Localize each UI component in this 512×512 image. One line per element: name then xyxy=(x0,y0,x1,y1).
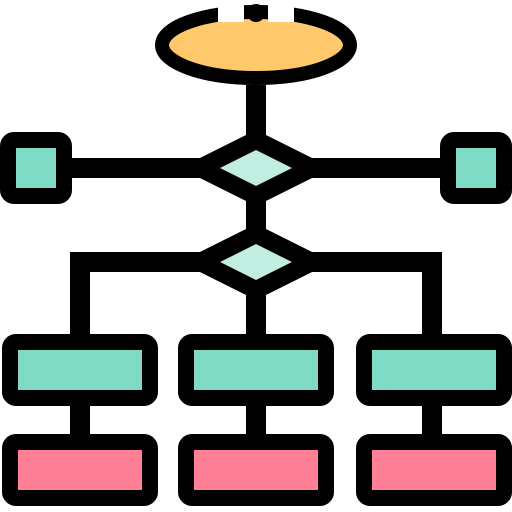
decision-diamond-top xyxy=(179,129,333,207)
side-box-right xyxy=(440,132,512,204)
output-box-left xyxy=(2,434,158,506)
side-box-left xyxy=(0,132,72,204)
terminal-dot xyxy=(247,4,265,22)
process-box-center xyxy=(178,334,334,406)
terminal-gap-left xyxy=(218,4,244,22)
output-box-center xyxy=(178,434,334,506)
connector-right-branch xyxy=(312,252,442,342)
process-box-right xyxy=(356,334,512,406)
process-box-left xyxy=(2,334,158,406)
terminal-gap-right xyxy=(268,4,294,22)
decision-diamond-bottom xyxy=(179,223,333,301)
output-box-right xyxy=(356,434,512,506)
connector-left-branch xyxy=(70,252,200,342)
start-terminal xyxy=(155,4,357,85)
